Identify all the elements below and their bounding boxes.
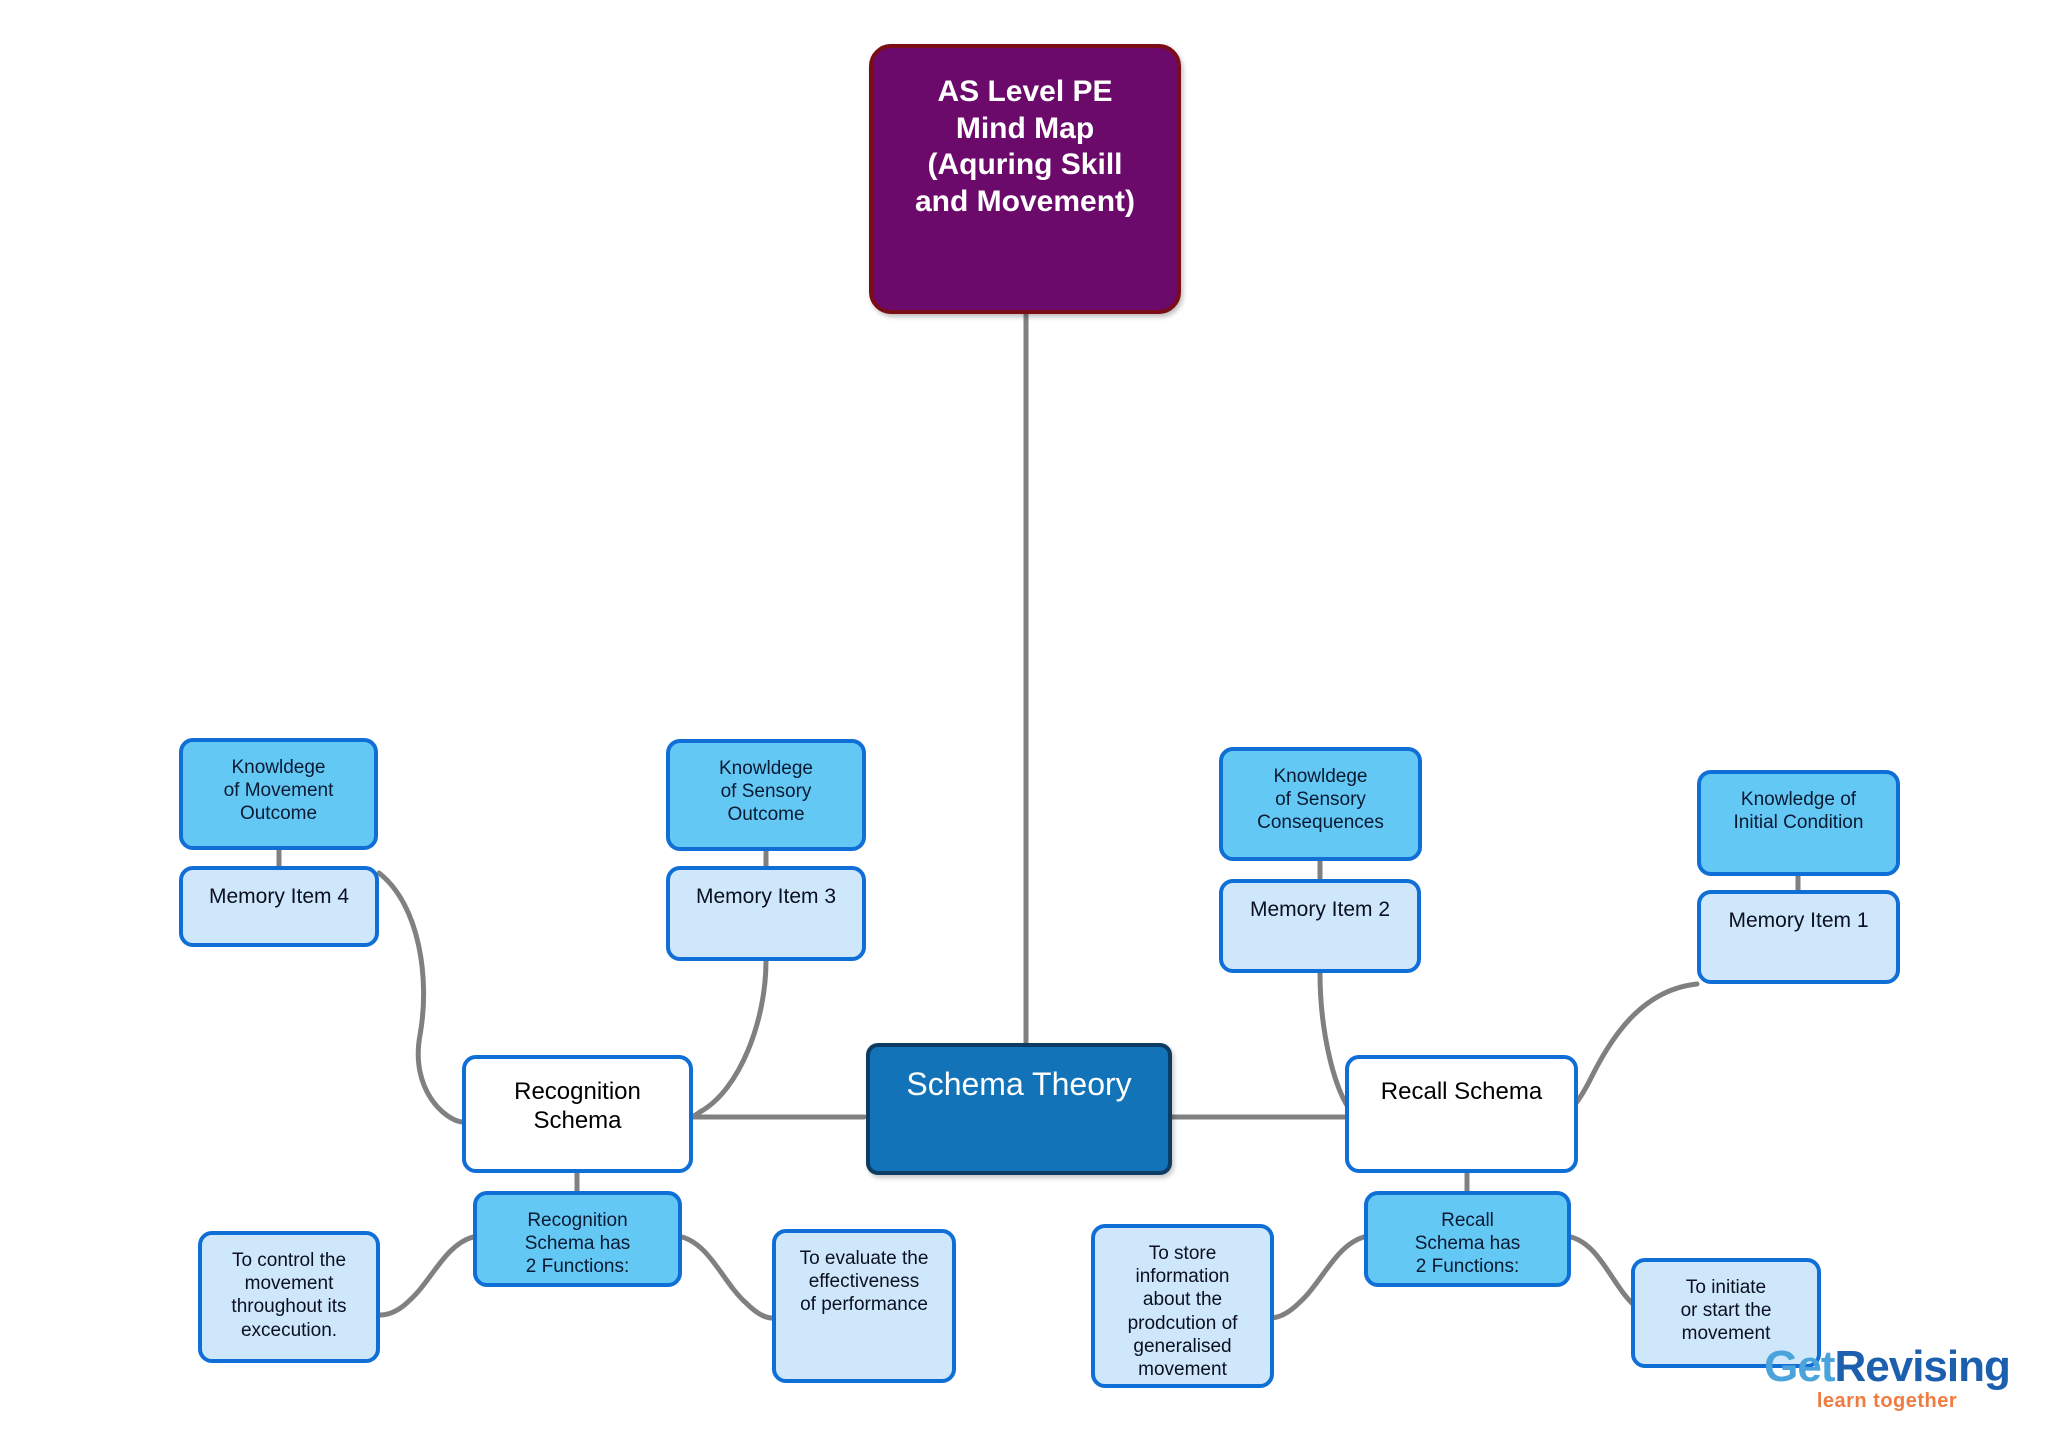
- node-recognition-functions-label: Recognition Schema has 2 Functions:: [524, 1210, 631, 1278]
- node-schema-theory[interactable]: Schema Theory: [866, 1043, 1172, 1175]
- node-recognition-schema[interactable]: Recognition Schema: [462, 1055, 693, 1173]
- node-memory-item-2-label: Memory Item 2: [1249, 898, 1391, 921]
- edge-mem3-to-recognition: [689, 958, 769, 1120]
- node-memory-item-4[interactable]: Memory Item 4: [179, 866, 379, 947]
- node-recall-functions-label: Recall Schema has 2 Functions:: [1414, 1210, 1521, 1278]
- node-recall-schema-label: Recall Schema: [1380, 1078, 1543, 1105]
- logo-get-text: Get: [1764, 1342, 1835, 1391]
- node-knowledge-sensory-consequences-label: Knowldege of Sensory Consequences: [1257, 766, 1384, 834]
- edge-recfn-to-control: [377, 1234, 476, 1318]
- node-memory-item-4-label: Memory Item 4: [208, 885, 350, 908]
- node-recall-schema[interactable]: Recall Schema: [1345, 1055, 1578, 1173]
- logo-wordmark: GetRevising: [1742, 1345, 2032, 1389]
- node-knowledge-movement-outcome-label: Knowldege of Movement Outcome: [223, 757, 334, 825]
- node-control-movement-label: To control the movement throughout its e…: [231, 1250, 347, 1341]
- node-knowledge-initial-condition-label: Knowledge of Initial Condition: [1733, 789, 1864, 834]
- node-memory-item-3-label: Memory Item 3: [695, 885, 837, 908]
- node-recall-functions[interactable]: Recall Schema has 2 Functions:: [1364, 1191, 1571, 1287]
- node-knowledge-movement-outcome[interactable]: Knowldege of Movement Outcome: [179, 738, 378, 850]
- logo-revising-text: Revising: [1834, 1342, 2010, 1391]
- node-control-movement[interactable]: To control the movement throughout its e…: [198, 1231, 380, 1363]
- node-schema-theory-label: Schema Theory: [906, 1066, 1132, 1102]
- node-store-information-label: To store information about the prodcutio…: [1127, 1243, 1238, 1380]
- node-memory-item-1[interactable]: Memory Item 1: [1697, 890, 1900, 984]
- node-evaluate-effectiveness-label: To evaluate the effectiveness of perform…: [799, 1248, 929, 1316]
- node-knowledge-sensory-outcome[interactable]: Knowldege of Sensory Outcome: [666, 739, 866, 851]
- node-store-information[interactable]: To store information about the prodcutio…: [1091, 1224, 1274, 1388]
- node-knowledge-sensory-consequences[interactable]: Knowldege of Sensory Consequences: [1219, 747, 1422, 861]
- node-knowledge-sensory-outcome-label: Knowldege of Sensory Outcome: [718, 758, 814, 826]
- node-memory-item-3[interactable]: Memory Item 3: [666, 866, 866, 961]
- node-evaluate-effectiveness[interactable]: To evaluate the effectiveness of perform…: [772, 1229, 956, 1383]
- node-recognition-schema-label: Recognition Schema: [514, 1078, 641, 1135]
- getrevising-logo: GetRevising learn together: [1742, 1345, 2032, 1412]
- logo-tagline: learn together: [1816, 1390, 1958, 1412]
- edge-mem4-to-recognition: [376, 870, 465, 1125]
- node-knowledge-initial-condition[interactable]: Knowledge of Initial Condition: [1697, 770, 1900, 876]
- node-root-title[interactable]: AS Level PE Mind Map (Aquring Skill and …: [869, 44, 1181, 314]
- edge-recallfn-to-store: [1267, 1234, 1367, 1321]
- node-memory-item-2[interactable]: Memory Item 2: [1219, 879, 1421, 973]
- node-initiate-movement-label: To initiate or start the movement: [1680, 1277, 1772, 1345]
- node-root-title-label: AS Level PE Mind Map (Aquring Skill and …: [914, 75, 1136, 218]
- node-memory-item-1-label: Memory Item 1: [1728, 909, 1869, 932]
- node-recognition-functions[interactable]: Recognition Schema has 2 Functions:: [473, 1191, 682, 1287]
- edge-recfn-to-evaluate: [679, 1234, 775, 1321]
